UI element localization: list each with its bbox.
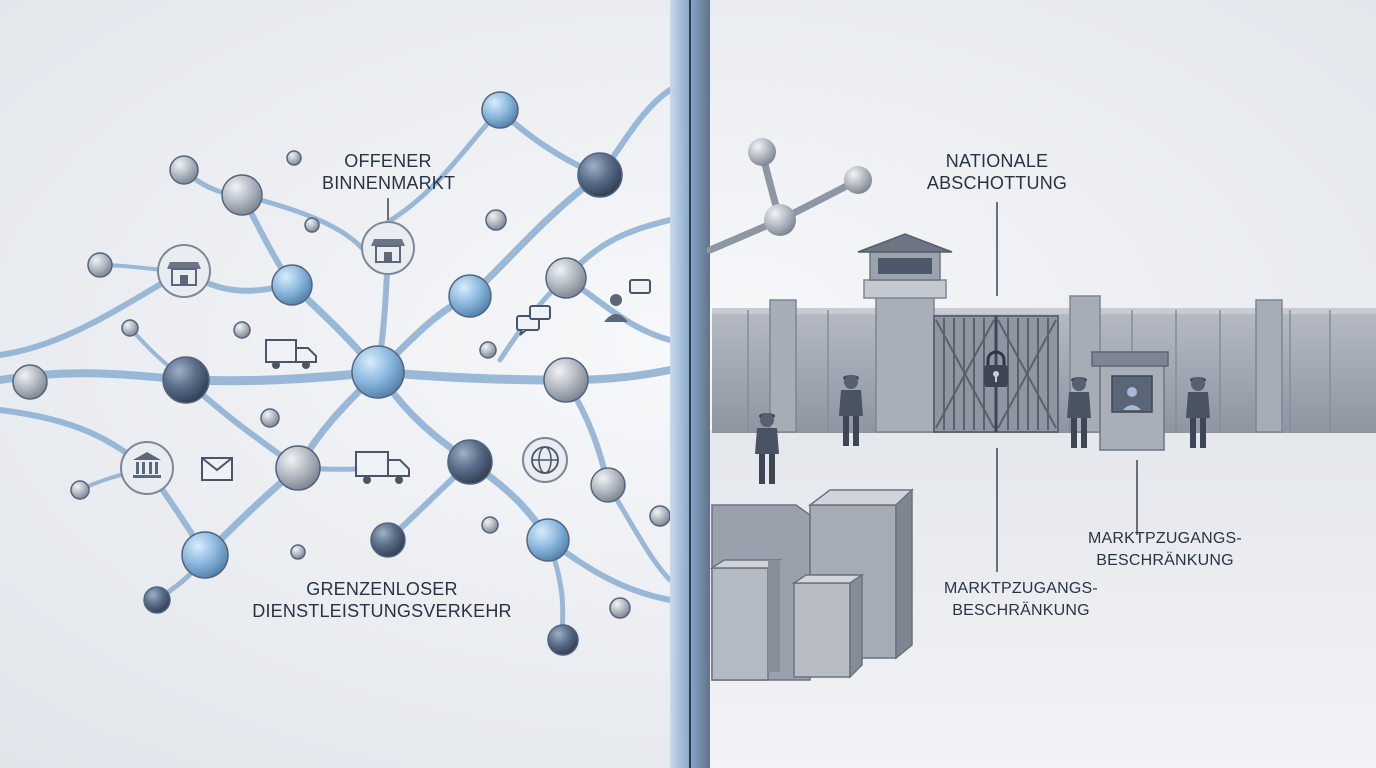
network-node — [479, 341, 497, 359]
truck-icon — [265, 339, 317, 369]
storefront-icon — [361, 221, 415, 275]
network-node — [547, 624, 579, 656]
network-node — [87, 252, 113, 278]
network-node — [543, 357, 589, 403]
guard-icon — [1067, 377, 1091, 448]
right-nodes — [748, 138, 872, 236]
restriction-center-label: MARKTPZUGANGS- BESCHRÄNKUNG — [928, 578, 1114, 622]
restriction-center-line-1: MARKTPZUGANGS- — [944, 580, 1098, 597]
restriction-right-label: MARKTPZUGANGS- BESCHRÄNKUNG — [1072, 528, 1258, 572]
national-line-1: NATIONALE — [945, 151, 1049, 171]
booth-icon — [1091, 351, 1169, 451]
network-node — [304, 217, 320, 233]
network-node — [370, 522, 406, 558]
network-node — [545, 257, 587, 299]
network-node — [12, 364, 48, 400]
network-node — [169, 155, 199, 185]
network-node — [481, 91, 519, 129]
services-label: GRENZENLOSER DIENSTLEISTUNGSVERKEHR — [248, 578, 516, 622]
person-chat-icon — [604, 279, 651, 322]
network-node — [221, 174, 263, 216]
guard-icon — [755, 413, 779, 484]
open-market-line-2: BINNENMARKT — [322, 173, 456, 193]
network-node — [526, 518, 570, 562]
network-node — [286, 150, 302, 166]
bank-icon — [120, 441, 174, 495]
network-node — [447, 439, 493, 485]
padlock-icon — [984, 350, 1008, 387]
network-node — [577, 152, 623, 198]
truck-icon — [355, 451, 410, 484]
network-node — [162, 356, 210, 404]
network-nodes — [12, 91, 671, 656]
divider-wall — [670, 0, 710, 768]
network-node — [590, 467, 626, 503]
network-node — [181, 531, 229, 579]
network-node — [290, 544, 306, 560]
network-node — [351, 345, 405, 399]
guards — [755, 375, 1210, 484]
network-node — [448, 274, 492, 318]
network-node — [485, 209, 507, 231]
envelope-icon — [201, 457, 233, 481]
chat-bubbles-icon — [516, 305, 551, 336]
guard-icon — [1186, 377, 1210, 448]
storefront-icon — [157, 244, 211, 298]
network-node — [260, 408, 280, 428]
network-node — [143, 586, 171, 614]
restriction-right-line-1: MARKTPZUGANGS- — [1088, 530, 1242, 547]
globe-icon — [522, 437, 568, 483]
guard-icon — [839, 375, 863, 446]
network-node — [275, 445, 321, 491]
national-label: NATIONALE ABSCHOTTUNG — [922, 150, 1072, 194]
network-node — [121, 319, 139, 337]
open-market-label: OFFENER BINNENMARKT — [322, 150, 456, 194]
network-node — [271, 264, 313, 306]
network-node — [609, 597, 631, 619]
open-market-line-1: OFFENER — [344, 151, 432, 171]
network-node — [481, 516, 499, 534]
leader-lines — [387, 198, 1138, 572]
network-node — [233, 321, 251, 339]
restriction-center-line-2: BESCHRÄNKUNG — [952, 602, 1090, 619]
services-line-2: DIENSTLEISTUNGSVERKEHR — [252, 601, 512, 621]
network-node — [70, 480, 90, 500]
network-node — [649, 505, 671, 527]
barrier-blocks — [709, 488, 914, 681]
watchtower-icon — [857, 233, 953, 433]
national-line-2: ABSCHOTTUNG — [926, 173, 1068, 193]
restriction-right-line-2: BESCHRÄNKUNG — [1096, 552, 1234, 569]
services-line-1: GRENZENLOSER — [306, 579, 458, 599]
